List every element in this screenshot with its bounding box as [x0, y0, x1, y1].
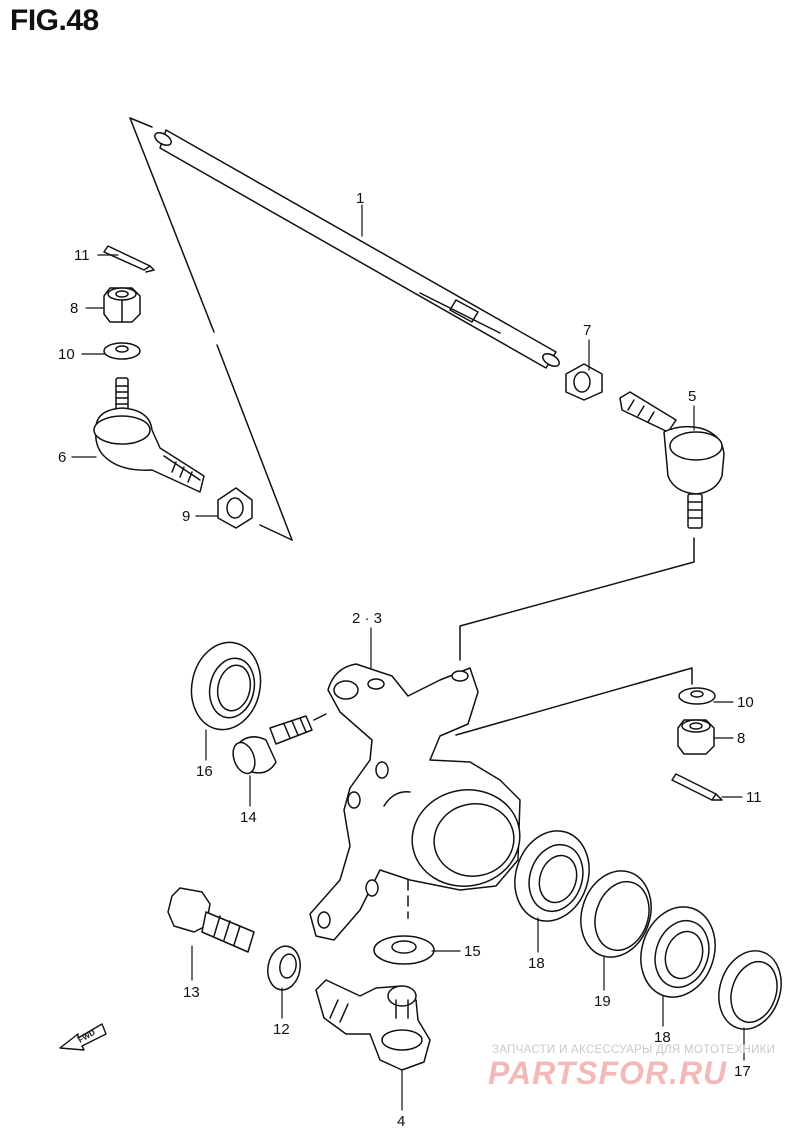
callout-11-upper: 11	[74, 247, 90, 264]
callout-19: 19	[594, 993, 611, 1010]
callout-7: 7	[583, 322, 591, 339]
watermark-subtitle: ЗАПЧАСТИ И АКСЕССУАРЫ ДЛЯ МОТОТЕХНИКИ	[492, 1044, 776, 1056]
washer-part-15	[373, 935, 435, 965]
watermark-logo: PARTSFOR.RU	[488, 1055, 728, 1091]
group-bracket-right	[455, 667, 693, 736]
seal-ring-part-17	[718, 950, 782, 1030]
callout-6: 6	[58, 449, 66, 466]
callout-8-lower: 8	[737, 730, 745, 747]
callout-5: 5	[688, 388, 696, 405]
spacer-part-12	[267, 945, 301, 991]
oil-seal-part-16	[190, 641, 262, 731]
callout-11-lower: 11	[746, 789, 762, 806]
callout-labels: 1 11 8 10 6 9 7 5 2 · 3 16 14 10 8 11 15…	[58, 190, 762, 1130]
forward-arrow-icon	[59, 1023, 107, 1051]
spacer-ring-part-19	[580, 870, 652, 958]
nut-part-9	[217, 487, 253, 529]
ball-joint-part-4	[315, 979, 431, 1071]
bearing-part-18-upper	[514, 830, 590, 922]
callout-12: 12	[273, 1021, 290, 1038]
figure-title: FIG.48	[10, 4, 99, 37]
tie-rod-part-1	[154, 129, 560, 369]
tie-rod-end-part-5	[619, 391, 725, 529]
callout-13: 13	[183, 984, 200, 1001]
callout-18-upper: 18	[528, 955, 545, 972]
bolt-part-14	[232, 715, 313, 775]
callout-9: 9	[182, 508, 190, 525]
cotter-pin-part-11-lower	[671, 773, 723, 801]
callout-10-upper: 10	[58, 346, 75, 363]
tie-rod-end-part-6	[93, 377, 205, 493]
castle-nut-part-8-upper	[103, 287, 141, 323]
cotter-pin-part-11-upper	[103, 245, 155, 273]
callout-17: 17	[734, 1063, 751, 1080]
castle-nut-part-8-lower	[677, 719, 715, 755]
washer-part-10-lower	[678, 687, 716, 705]
washer-part-10-upper	[103, 342, 141, 360]
routing-line-upper	[459, 537, 695, 661]
callout-10-lower: 10	[737, 694, 754, 711]
callout-18-lower: 18	[654, 1029, 671, 1046]
callout-2-3: 2 · 3	[352, 610, 382, 627]
nut-part-7	[565, 363, 603, 401]
callout-4: 4	[397, 1113, 405, 1130]
callout-16: 16	[196, 763, 213, 780]
callout-14: 14	[240, 809, 257, 826]
group-bracket-left	[129, 117, 293, 541]
callout-8-upper: 8	[70, 300, 78, 317]
steering-knuckle-part-2-3	[309, 663, 521, 941]
leader-lines	[71, 204, 745, 1111]
bolt-part-13	[167, 887, 255, 953]
callout-15: 15	[464, 943, 481, 960]
bearing-part-18-lower	[640, 906, 716, 998]
callout-1: 1	[356, 190, 364, 207]
